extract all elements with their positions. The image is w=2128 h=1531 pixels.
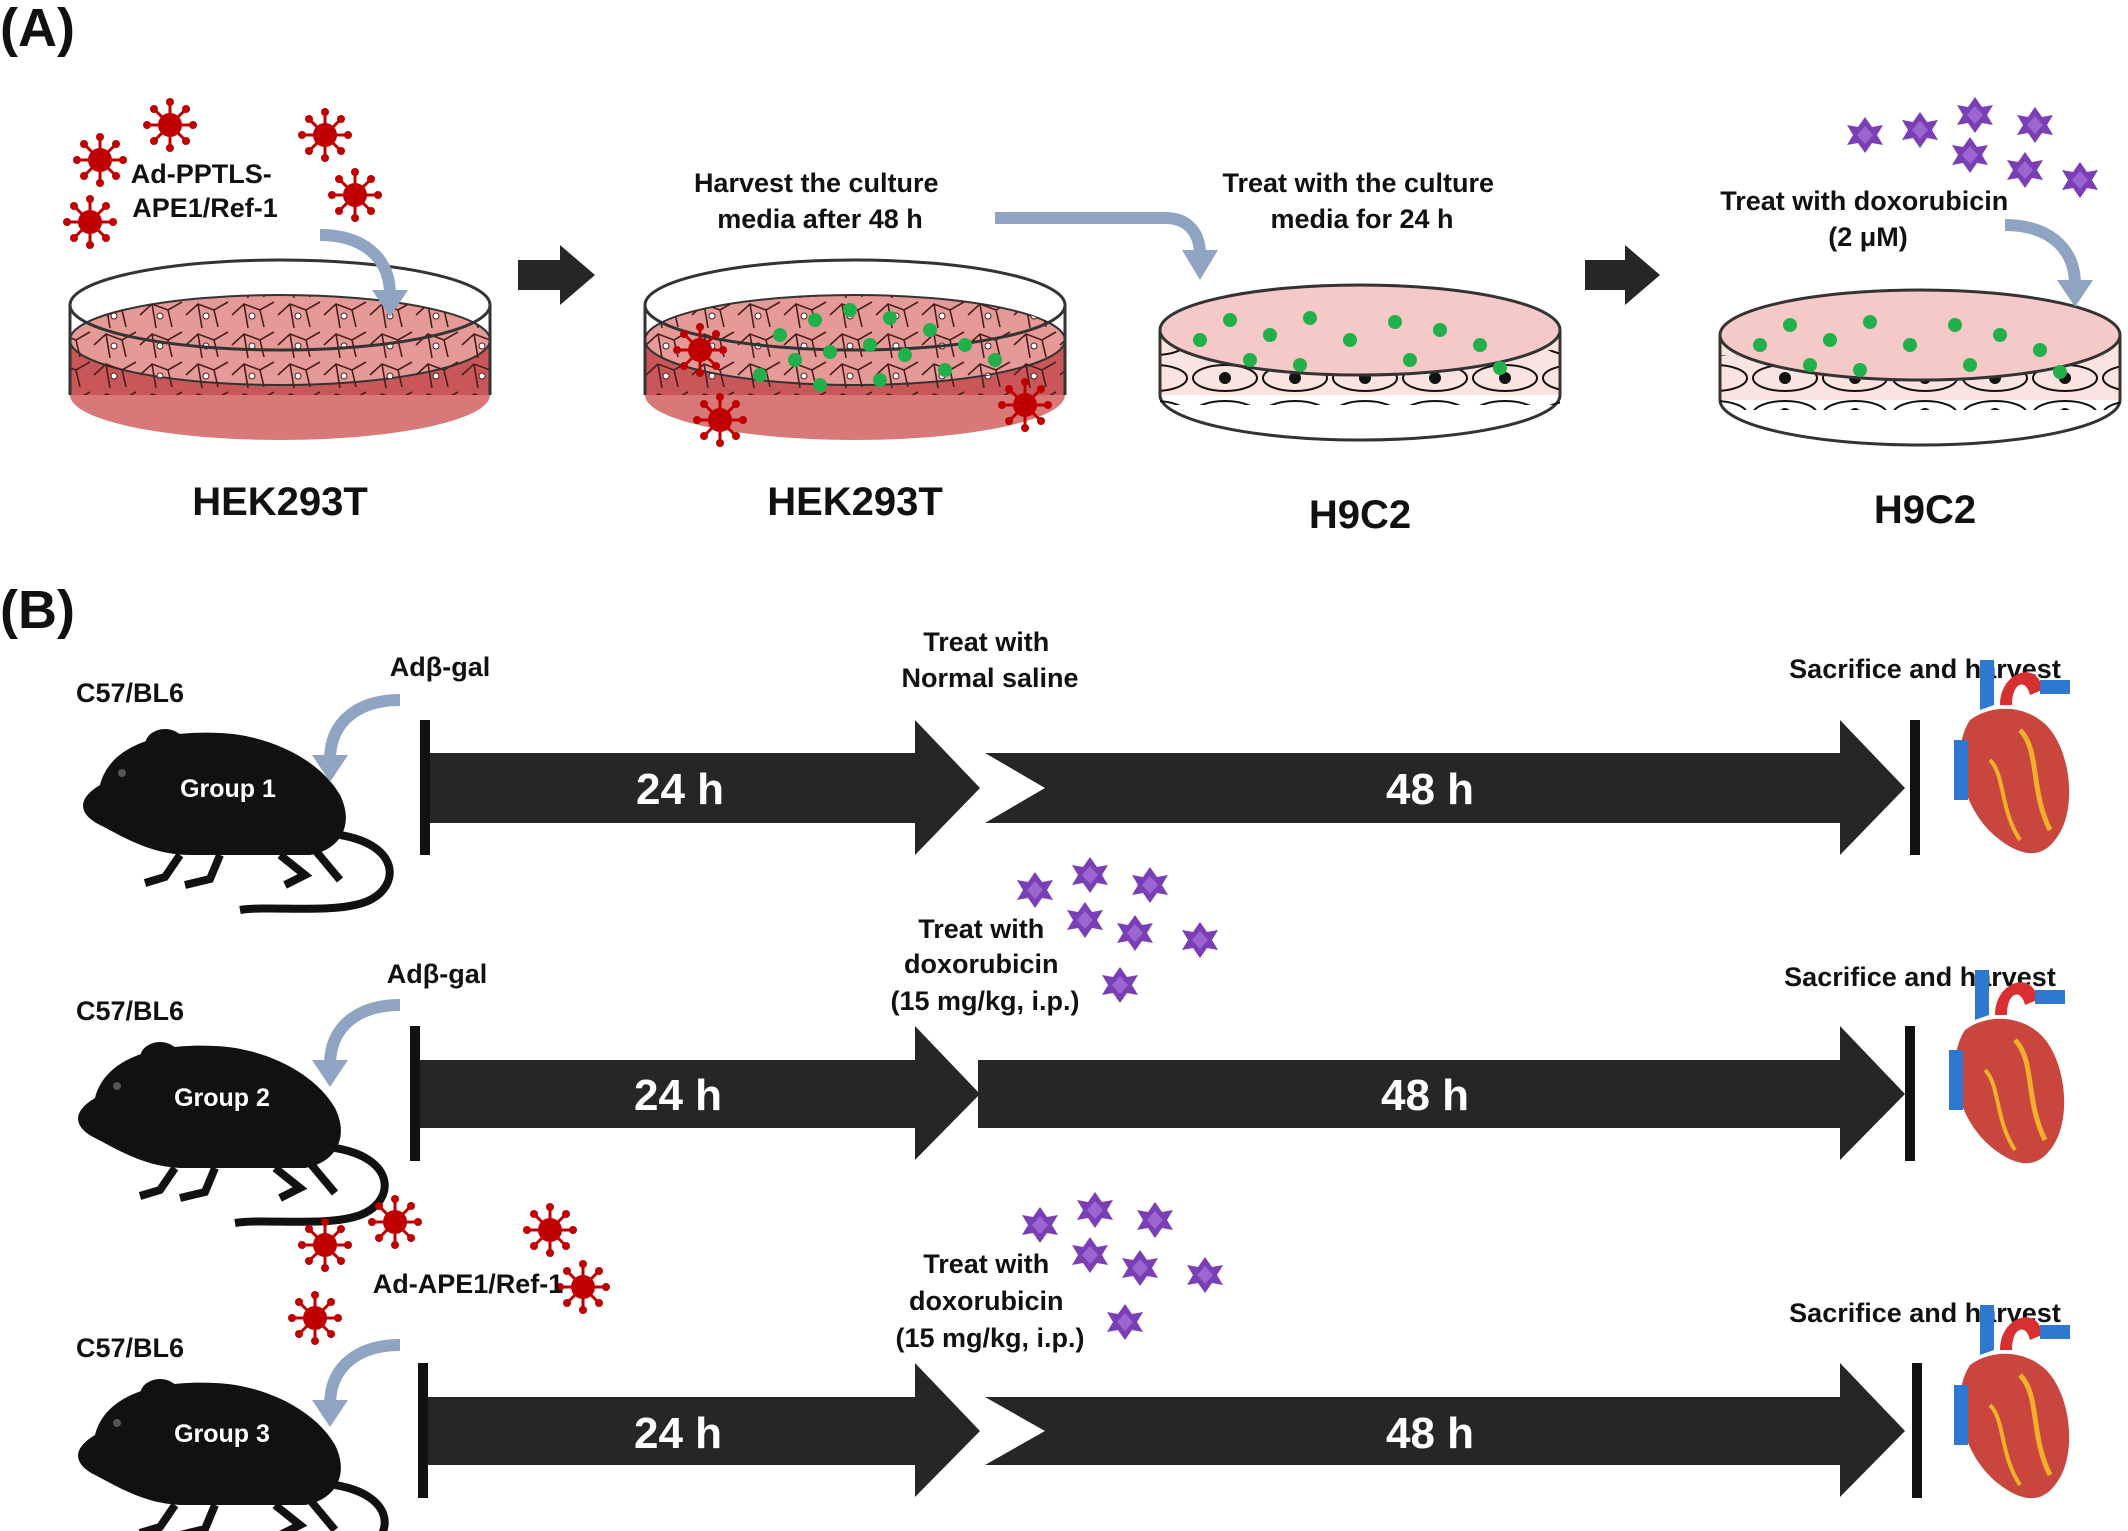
- arrow-right-icon: [1585, 245, 1660, 305]
- treatment-label: Treat with Normal saline: [901, 627, 1078, 693]
- timeline-arrow-icon: [430, 720, 980, 855]
- strain-label: C57/BL6: [76, 678, 184, 708]
- group-label: Group 2: [174, 1084, 270, 1112]
- treatment-label: Treat with doxorubicin (15 mg/kg, i.p.): [890, 914, 1079, 1016]
- duration-label: 24 h: [634, 1071, 722, 1120]
- dish-h9c2-1: [1158, 283, 1562, 442]
- heart-icon: [1954, 660, 2070, 853]
- panel-a-label: (A): [0, 0, 75, 58]
- transfer-arrowhead-icon: [1182, 250, 1218, 280]
- heart-icon: [1954, 1305, 2070, 1498]
- strain-label: C57/BL6: [76, 1333, 184, 1363]
- timeline-arrow-icon: [985, 1363, 1905, 1497]
- timeline-arrow-icon: [420, 1026, 980, 1160]
- timeline-arrow-icon: [985, 720, 1905, 855]
- virus-label: Adβ-gal: [390, 652, 490, 682]
- step1-caption: Ad-PPTLS- APE1/Ref-1: [131, 159, 280, 223]
- cell-line-label: HEK293T: [192, 480, 368, 524]
- duration-label: 48 h: [1386, 765, 1474, 814]
- step3-caption: Treat with the culture media for 24 h: [1222, 168, 1501, 234]
- dish-hek293t-1: [68, 258, 492, 440]
- cell-line-label: H9C2: [1309, 493, 1411, 537]
- timeline-arrow-icon: [978, 1026, 1905, 1160]
- group-2-row: C57/BL6 Adβ-gal Group 2 24 h 48 h Treat …: [76, 857, 2065, 1223]
- heart-icon: [1949, 970, 2065, 1163]
- group-label: Group 3: [174, 1420, 270, 1448]
- virus-label: Ad-APE1/Ref-1: [373, 1269, 564, 1299]
- dish-h9c2-2: [1718, 288, 2122, 447]
- cell-line-label: H9C2: [1874, 488, 1976, 532]
- cell-line-label: HEK293T: [767, 480, 943, 524]
- virus-label: Adβ-gal: [387, 959, 487, 989]
- treatment-label: Treat with doxorubicin (15 mg/kg, i.p.): [895, 1249, 1084, 1353]
- step2-caption: Harvest the culture media after 48 h: [694, 168, 946, 234]
- group-label: Group 1: [180, 775, 276, 803]
- panel-b-label: (B): [0, 580, 75, 640]
- step4-caption: Treat with doxorubicin (2 μM): [1720, 186, 2016, 252]
- drug-cluster-a: [1847, 97, 2098, 198]
- curved-arrow-icon: [312, 1005, 400, 1087]
- strain-label: C57/BL6: [76, 996, 184, 1026]
- timeline-arrow-icon: [428, 1363, 980, 1497]
- dish-hek293t-2: [643, 258, 1067, 449]
- duration-label: 48 h: [1381, 1071, 1469, 1120]
- group-1-row: C57/BL6 Adβ-gal Group 1 24 h 48 h Treat …: [76, 627, 2070, 910]
- duration-label: 48 h: [1386, 1409, 1474, 1458]
- arrow-right-icon: [518, 245, 595, 305]
- duration-label: 24 h: [634, 1409, 722, 1458]
- transfer-arrow-icon: [995, 212, 1206, 256]
- curved-arrow-icon: [312, 1345, 400, 1427]
- group-3-row: Ad-APE1/Ref-1 C57/BL6 Group 3 24 h 48 h …: [76, 1192, 2070, 1531]
- curved-arrow-icon: [312, 700, 400, 782]
- duration-label: 24 h: [636, 765, 724, 814]
